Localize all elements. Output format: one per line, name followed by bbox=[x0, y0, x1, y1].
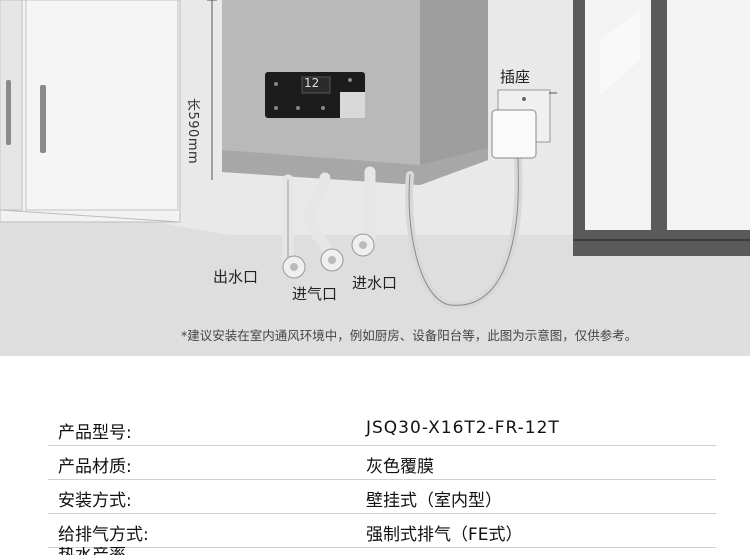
dimension-label: 长590mm bbox=[185, 98, 200, 165]
pipes bbox=[282, 151, 523, 310]
plug bbox=[491, 109, 537, 159]
right-window bbox=[573, 0, 750, 256]
valves bbox=[282, 233, 375, 279]
installation-scene bbox=[0, 0, 750, 356]
spec-key: 产品材质: bbox=[58, 457, 132, 477]
partial-spec-row: 热水产率 bbox=[58, 547, 126, 555]
spec-row-material: 产品材质: 灰色覆膜 bbox=[48, 446, 716, 480]
spec-value: 灰色覆膜 bbox=[366, 457, 434, 477]
left-cabinet bbox=[0, 0, 181, 223]
power-socket bbox=[491, 89, 557, 159]
display-reading: 12 bbox=[304, 76, 320, 90]
illustration-caption: *建议安装在室内通风环境中，例如厨房、设备阳台等，此图为示意图，仅供参考。 bbox=[181, 328, 638, 343]
spec-value: 强制式排气（FE式） bbox=[366, 525, 523, 545]
water-heater bbox=[222, 0, 488, 185]
panel-button-light bbox=[340, 92, 365, 118]
spec-table: 产品型号: JSQ30-X16T2-FR-12T 产品材质: 灰色覆膜 安装方式… bbox=[48, 412, 716, 548]
spec-row-model: 产品型号: JSQ30-X16T2-FR-12T bbox=[48, 412, 716, 446]
spec-row-exhaust: 给排气方式: 强制式排气（FE式） bbox=[48, 514, 716, 548]
spec-value: 壁挂式（室内型） bbox=[366, 491, 502, 511]
product-installation-illustration: 插座 长590mm 出水口 进气口 进水口 12 *建议安装在室内通风环境中，例… bbox=[0, 0, 750, 356]
socket-label: 插座 bbox=[500, 68, 531, 86]
inlet-water-label: 进水口 bbox=[352, 274, 398, 292]
outlet-water-label: 出水口 bbox=[213, 268, 259, 286]
spec-row-installation: 安装方式: 壁挂式（室内型） bbox=[48, 480, 716, 514]
spec-value: JSQ30-X16T2-FR-12T bbox=[366, 418, 560, 438]
inlet-gas-label: 进气口 bbox=[292, 285, 338, 303]
spec-key: 产品型号: bbox=[58, 423, 132, 443]
lower-wall bbox=[0, 195, 750, 356]
spec-key: 安装方式: bbox=[58, 491, 132, 511]
spec-key: 给排气方式: bbox=[58, 525, 149, 545]
